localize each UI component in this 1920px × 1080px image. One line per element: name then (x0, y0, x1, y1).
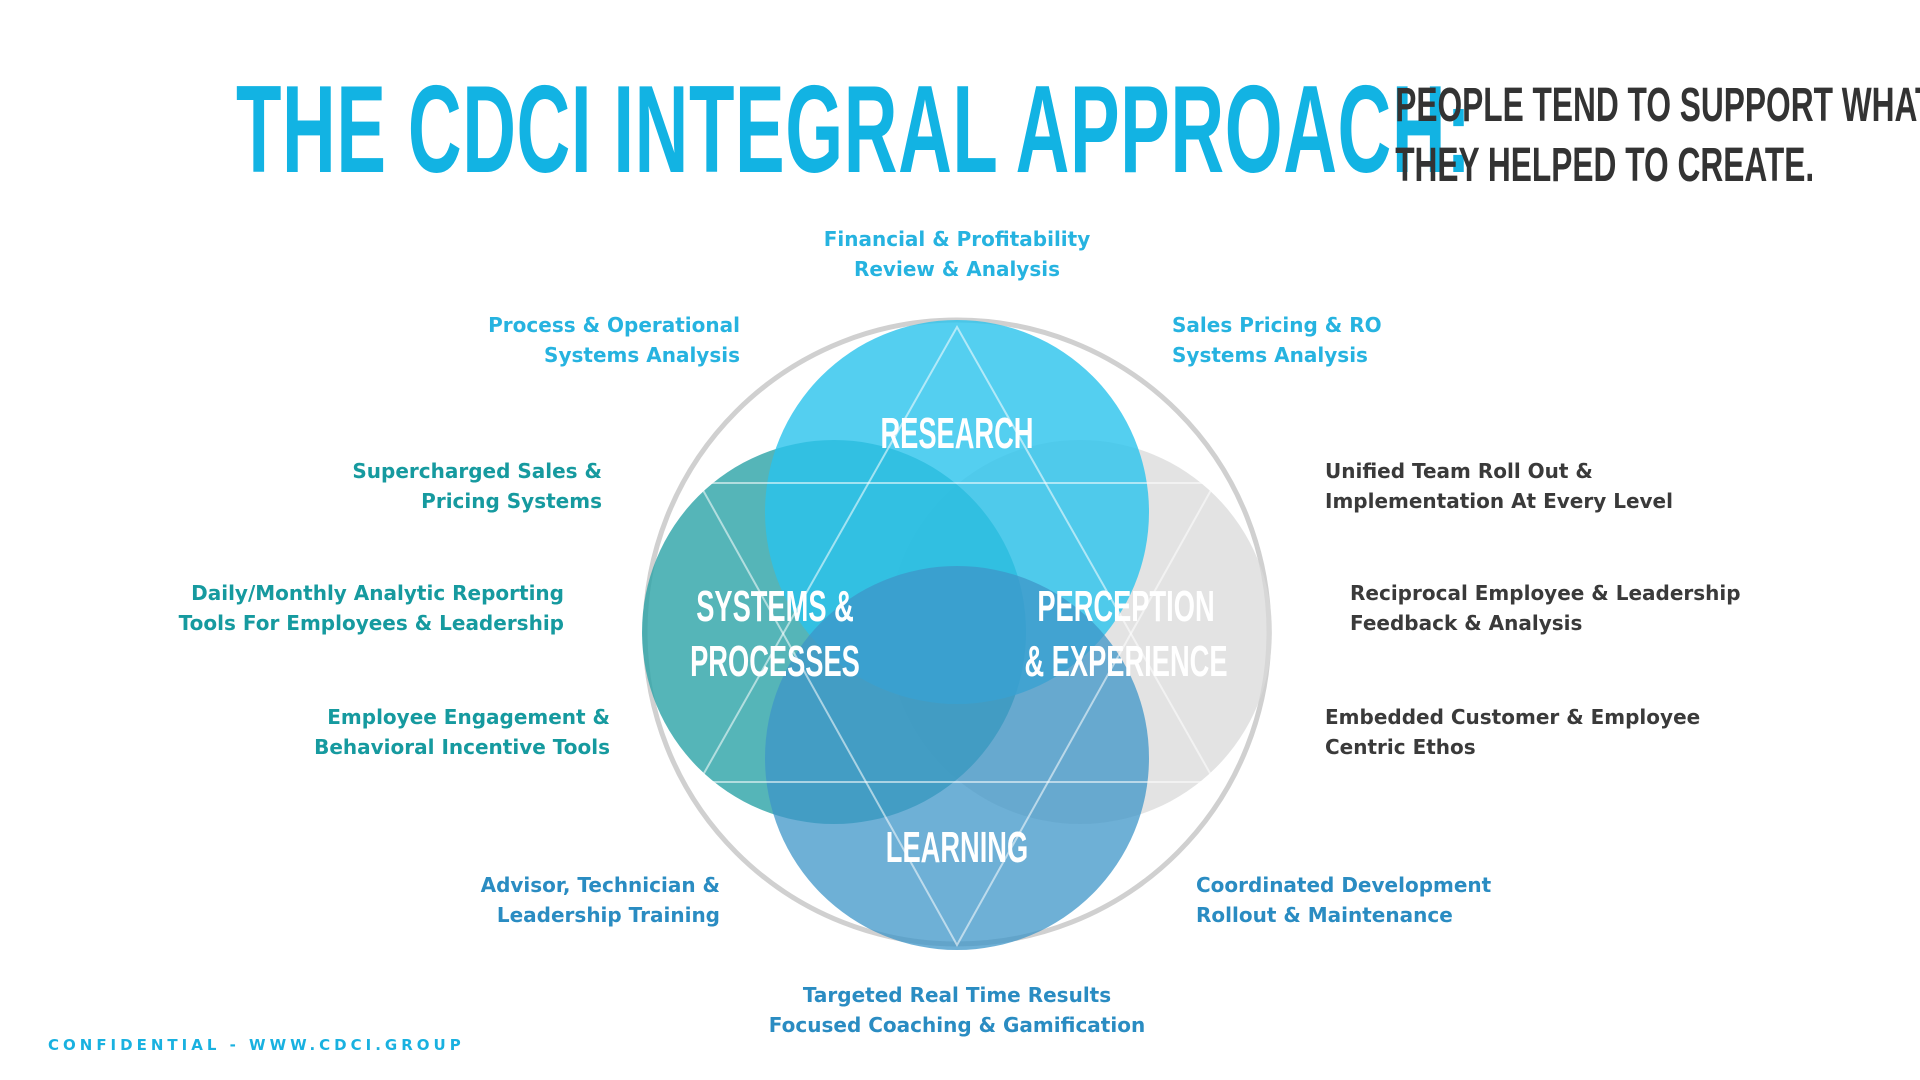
star-triangle-up (697, 324, 1217, 783)
systems-label-line-2: PROCESSES (690, 636, 860, 685)
label-embedded: Embedded Customer & Employee Centric Eth… (1325, 705, 1701, 759)
star-triangle-down (697, 482, 1217, 948)
perception-label-line-1: PERCEPTION (1037, 581, 1214, 630)
label-targeted: Targeted Real Time Results Focused Coach… (768, 983, 1146, 1037)
circle-learning (765, 566, 1149, 950)
label-reciprocal: Reciprocal Employee & Leadership Feedbac… (1350, 581, 1741, 635)
tagline-line-2: THEY HELPED TO CREATE. (1395, 139, 1815, 192)
systems-label-line-1: SYSTEMS & (696, 581, 854, 630)
page-title: THE CDCI INTEGRAL APPROACH: (236, 61, 1472, 199)
label-coordinated: Coordinated Development Rollout & Mainte… (1196, 873, 1492, 927)
label-process: Process & Operational Systems Analysis (488, 313, 740, 367)
label-financial: Financial & Profitability Review & Analy… (823, 227, 1091, 281)
research-label: RESEARCH (880, 408, 1033, 457)
label-sales-pricing: Sales Pricing & RO Systems Analysis (1172, 313, 1382, 367)
label-supercharged: Supercharged Sales & Pricing Systems (352, 459, 602, 513)
footer-confidential: CONFIDENTIAL - WWW.CDCI.GROUP (48, 1036, 465, 1054)
label-advisor: Advisor, Technician & Leadership Trainin… (480, 873, 720, 927)
label-unified: Unified Team Roll Out & Implementation A… (1325, 459, 1673, 513)
perception-label-line-2: & EXPERIENCE (1024, 636, 1227, 685)
label-engagement: Employee Engagement & Behavioral Incenti… (314, 705, 610, 759)
learning-label: LEARNING (886, 822, 1028, 871)
label-daily-monthly: Daily/Monthly Analytic Reporting Tools F… (178, 581, 564, 635)
